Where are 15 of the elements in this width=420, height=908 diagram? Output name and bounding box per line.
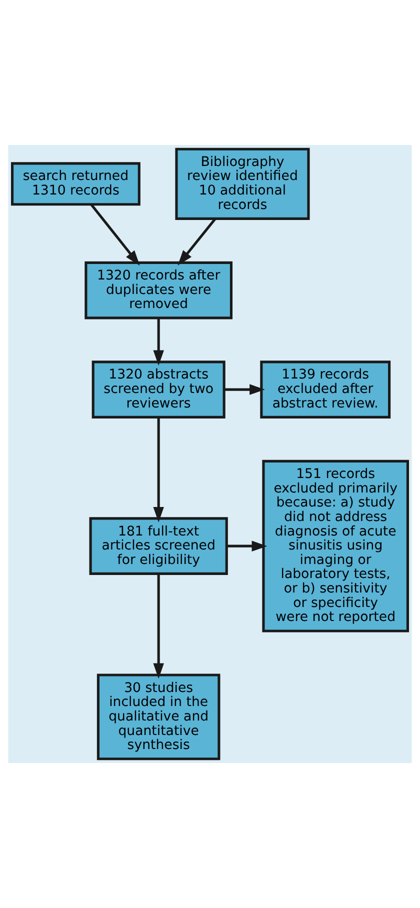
arrow: [178, 218, 216, 266]
node-box: 30 studies included in the qualitative and quantitative synthesis: [96, 674, 220, 760]
node-box: Bibliography review identified 10 additional records: [175, 148, 310, 220]
node-box: 1139 records excluded after abstract review.: [260, 360, 391, 418]
node-box: 181 full-text articles screened for eligibility: [89, 517, 228, 575]
arrow: [153, 417, 164, 522]
arrow: [90, 204, 140, 266]
arrow: [224, 384, 265, 395]
node-box: 151 records excluded primarily because: a) study did not address diagnosis of acute sinusitis using imaging or laboratory tests, or b) sensitivity or specificity were not reported: [262, 460, 409, 632]
arrow: [153, 318, 164, 366]
arrow: [153, 574, 164, 679]
node-box: search returned 1310 records: [11, 162, 140, 206]
arrow: [226, 540, 268, 552]
node-box: 1320 records after duplicates were removed: [84, 261, 232, 320]
node-box: 1320 abstracts screened by two reviewers: [92, 360, 226, 418]
